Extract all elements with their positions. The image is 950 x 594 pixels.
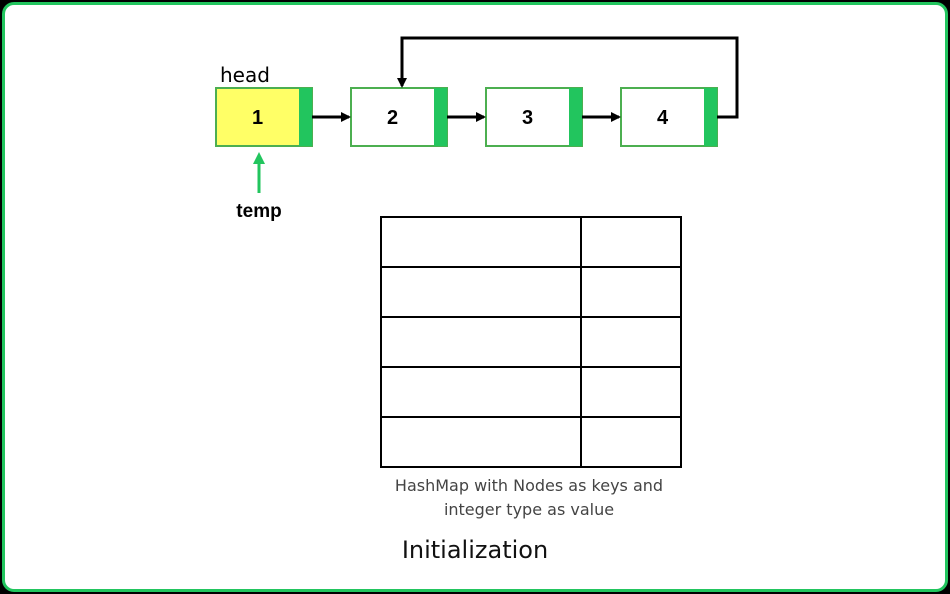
linked-list-nodes: 1 2 3 4 <box>215 87 718 147</box>
hashmap-caption-line1: HashMap with Nodes as keys and <box>395 476 663 495</box>
node-box <box>620 87 718 147</box>
temp-label: temp <box>236 201 281 222</box>
hashmap-table <box>380 216 682 468</box>
node-next-pointer <box>299 88 312 146</box>
list-node-2: 2 <box>350 87 448 147</box>
node-value: 3 <box>522 107 533 129</box>
head-label: head <box>220 63 270 87</box>
node-next-pointer <box>704 88 717 146</box>
diagram-title: Initialization <box>402 536 548 564</box>
node-next-pointer <box>434 88 447 146</box>
node-value: 2 <box>387 107 398 129</box>
hashmap-border <box>380 216 682 468</box>
node-value: 1 <box>252 107 263 129</box>
list-node-1: 1 <box>215 87 313 147</box>
hashmap-caption-line2: integer type as value <box>444 500 614 519</box>
cycle-arrow <box>397 36 739 119</box>
node-box <box>350 87 448 147</box>
node-box <box>215 87 313 147</box>
list-node-3: 3 <box>485 87 583 147</box>
node-box <box>485 87 583 147</box>
node-value: 4 <box>657 107 669 129</box>
node-next-pointer <box>569 88 582 146</box>
list-node-4: 4 <box>620 87 718 147</box>
